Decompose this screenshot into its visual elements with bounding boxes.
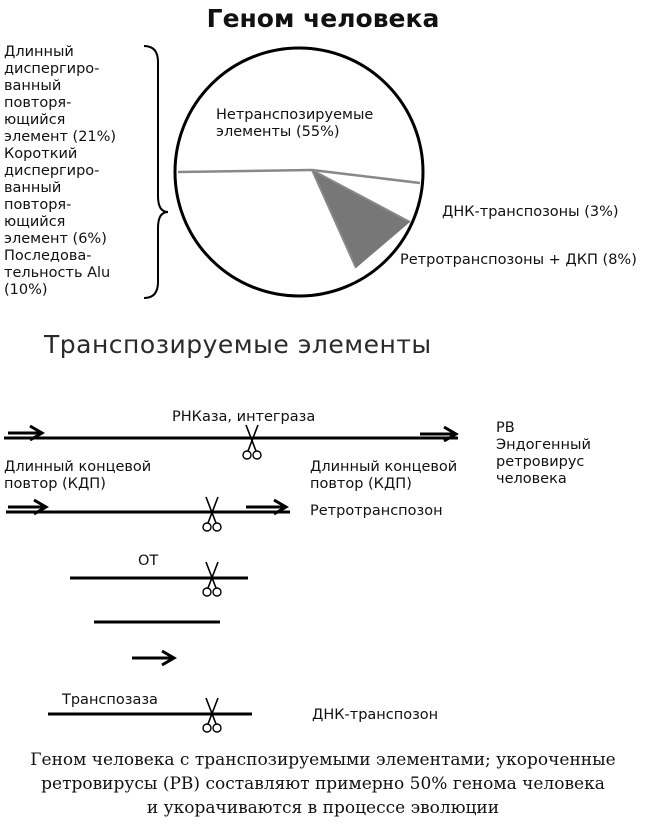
ltr-right-arrow <box>420 425 459 443</box>
truncated-arrow <box>132 649 177 667</box>
erv-name-label: РВ Эндогенный ретровирус человека <box>496 420 591 487</box>
note-alu: Последова- тельность Alu (10%) <box>4 248 111 298</box>
pie-label-nontransposable: Нетранспозируемые элементы (55%) <box>216 107 374 140</box>
pie-divider-retro-bottom <box>311 169 357 269</box>
retro-right-arrow <box>246 498 289 516</box>
curly-brace <box>143 45 169 299</box>
pie-slice-retrotransposons <box>312 170 410 268</box>
enzyme-label: РНКаза, интеграза <box>172 409 316 425</box>
section-title: Транспозируемые элементы <box>44 330 432 359</box>
caption-line-3: и укорачиваются в процессе эволюции <box>146 798 500 818</box>
ltr-left-arrow <box>8 424 45 442</box>
pie-divider-retro-top <box>311 169 411 223</box>
ltr-left-label: Длинный концевой повтор (КДП) <box>4 459 152 492</box>
pie-divider-left <box>177 168 313 174</box>
note-ldre: Длинный диспергиро- ванный повторя- ющий… <box>4 44 117 145</box>
erv-element <box>4 424 459 460</box>
pie-divider-dna <box>311 168 421 185</box>
pie-label-retrotransposons: Ретротранспозоны + ДКП (8%) <box>400 252 637 268</box>
scissors-icon <box>242 424 262 460</box>
retro-left-arrow <box>8 498 49 516</box>
genome-pie-chart <box>173 46 425 298</box>
page-title: Геном человека <box>206 4 440 33</box>
scissors-icon <box>202 561 222 597</box>
ot-element <box>70 561 248 597</box>
dna-transposon-label: ДНК-транспозон <box>312 707 439 723</box>
ot-label: ОТ <box>138 553 159 569</box>
transposase-label: Транспозаза <box>62 692 158 708</box>
note-sdre: Короткий диспергиро- ванный повторя- ющи… <box>4 146 107 247</box>
dna-transposon-element <box>48 697 252 733</box>
scissors-icon <box>202 697 222 733</box>
retrotransposon-element <box>6 496 290 532</box>
caption-line-2: ретровирусы (РВ) составляют примерно 50%… <box>41 774 605 794</box>
left-notes: Длинный диспергиро- ванный повторя- ющий… <box>4 44 154 299</box>
figure-caption: Геном человека с транспозируемыми элемен… <box>0 748 646 820</box>
caption-line-1: Геном человека с транспозируемыми элемен… <box>30 750 616 770</box>
pie-label-dna-transposons: ДНК-транспозоны (3%) <box>442 204 619 220</box>
ltr-right-label: Длинный концевой повтор (КДП) <box>310 459 458 492</box>
scissors-icon <box>202 496 222 532</box>
retrotransposon-label: Ретротранспозон <box>310 503 443 519</box>
